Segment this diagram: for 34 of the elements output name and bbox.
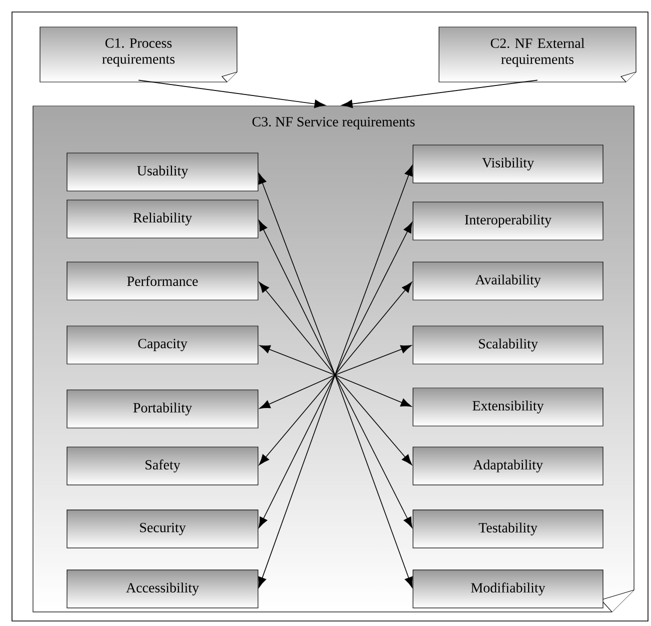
requirement-box: Testability xyxy=(412,510,604,548)
arrow xyxy=(258,374,336,528)
arrow xyxy=(258,173,336,376)
arrow xyxy=(258,374,336,466)
requirement-box: Modifiability xyxy=(412,570,604,608)
arrow xyxy=(342,80,538,108)
requirement-box: Visibility xyxy=(412,144,604,184)
requirement-box: Reliability xyxy=(66,200,258,238)
arrow xyxy=(334,374,412,528)
requirement-box: Portability xyxy=(66,390,258,428)
requirement-box: Availability xyxy=(412,262,604,300)
arrow xyxy=(138,80,326,108)
requirement-box: Safety xyxy=(66,446,258,486)
requirement-box: Accessibility xyxy=(66,570,258,608)
requirement-box: Extensibility xyxy=(412,388,604,426)
requirement-box: Interoperability xyxy=(412,202,604,240)
requirement-box: Security xyxy=(66,510,258,548)
requirement-box: Capacity xyxy=(66,326,258,364)
arrow xyxy=(334,282,412,376)
arrow xyxy=(334,165,413,376)
arrow xyxy=(334,374,413,588)
arrow xyxy=(334,222,412,376)
arrow xyxy=(259,345,336,376)
requirement-box: Adaptability xyxy=(412,446,604,486)
requirement-box: Scalability xyxy=(412,326,604,364)
arrow xyxy=(258,374,336,588)
requirement-box: Performance xyxy=(66,262,258,300)
arrow xyxy=(259,374,336,409)
arrow xyxy=(258,220,336,376)
requirement-box: Usability xyxy=(66,152,258,192)
arrow xyxy=(334,374,412,466)
arrow xyxy=(334,374,412,407)
arrow xyxy=(334,345,412,376)
arrow xyxy=(258,282,336,376)
